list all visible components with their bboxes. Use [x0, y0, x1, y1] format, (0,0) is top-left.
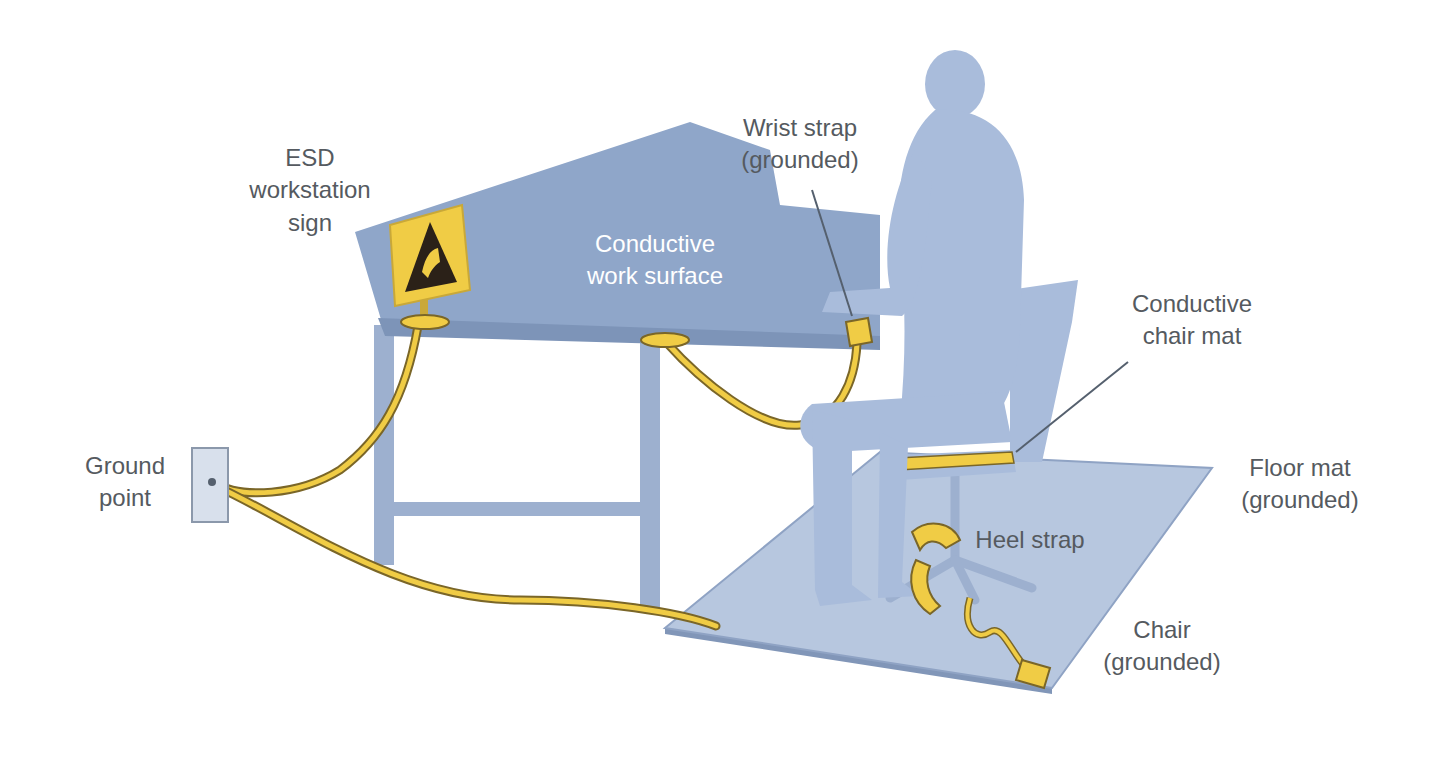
sign-cord	[214, 326, 418, 493]
heel-strap	[912, 524, 960, 550]
esd-hand	[422, 248, 440, 278]
work-surface-label: Conductive work surface	[570, 228, 740, 293]
sign-cord	[214, 326, 418, 493]
leader-line	[812, 190, 852, 316]
chair-label: Chair (grounded)	[1097, 614, 1227, 679]
ground-point-label: Ground point	[70, 450, 180, 515]
mat-cord	[216, 486, 716, 626]
person-leg	[812, 410, 872, 606]
ground-cords	[214, 326, 857, 626]
chair-mat-label: Conductive chair mat	[1112, 288, 1272, 353]
floor-mat-label: Floor mat (grounded)	[1215, 452, 1385, 517]
conductive-chair-mat	[897, 452, 1014, 470]
desk-crossbar	[392, 502, 642, 516]
sign-base	[401, 315, 449, 329]
desk-ground-plate	[641, 333, 689, 347]
esd-triangle	[405, 222, 457, 292]
heel-strap-label: Heel strap	[975, 524, 1084, 556]
chair-post	[951, 476, 960, 560]
desk-front-edge	[378, 318, 880, 350]
chair-seat	[895, 450, 1016, 480]
chair-ground-cord	[968, 598, 1026, 668]
wrist-strap	[846, 318, 872, 346]
chair-ground-clip	[1016, 660, 1050, 688]
wrist-strap-label: Wrist strap (grounded)	[715, 112, 885, 177]
sign-label: ESD workstation sign	[230, 142, 390, 239]
esd-sign	[390, 205, 470, 306]
chair-leg	[955, 560, 975, 600]
person-head	[925, 50, 985, 118]
person-arm	[822, 150, 932, 316]
heel-strap-tab	[911, 560, 940, 614]
chair-ground-cord	[968, 598, 1026, 668]
desk-leg	[640, 340, 660, 612]
ground-socket	[208, 478, 216, 486]
mat-cord	[216, 486, 716, 626]
desk-leg	[374, 325, 394, 565]
leader-line	[1016, 362, 1128, 452]
ground-point-plate	[192, 448, 228, 522]
